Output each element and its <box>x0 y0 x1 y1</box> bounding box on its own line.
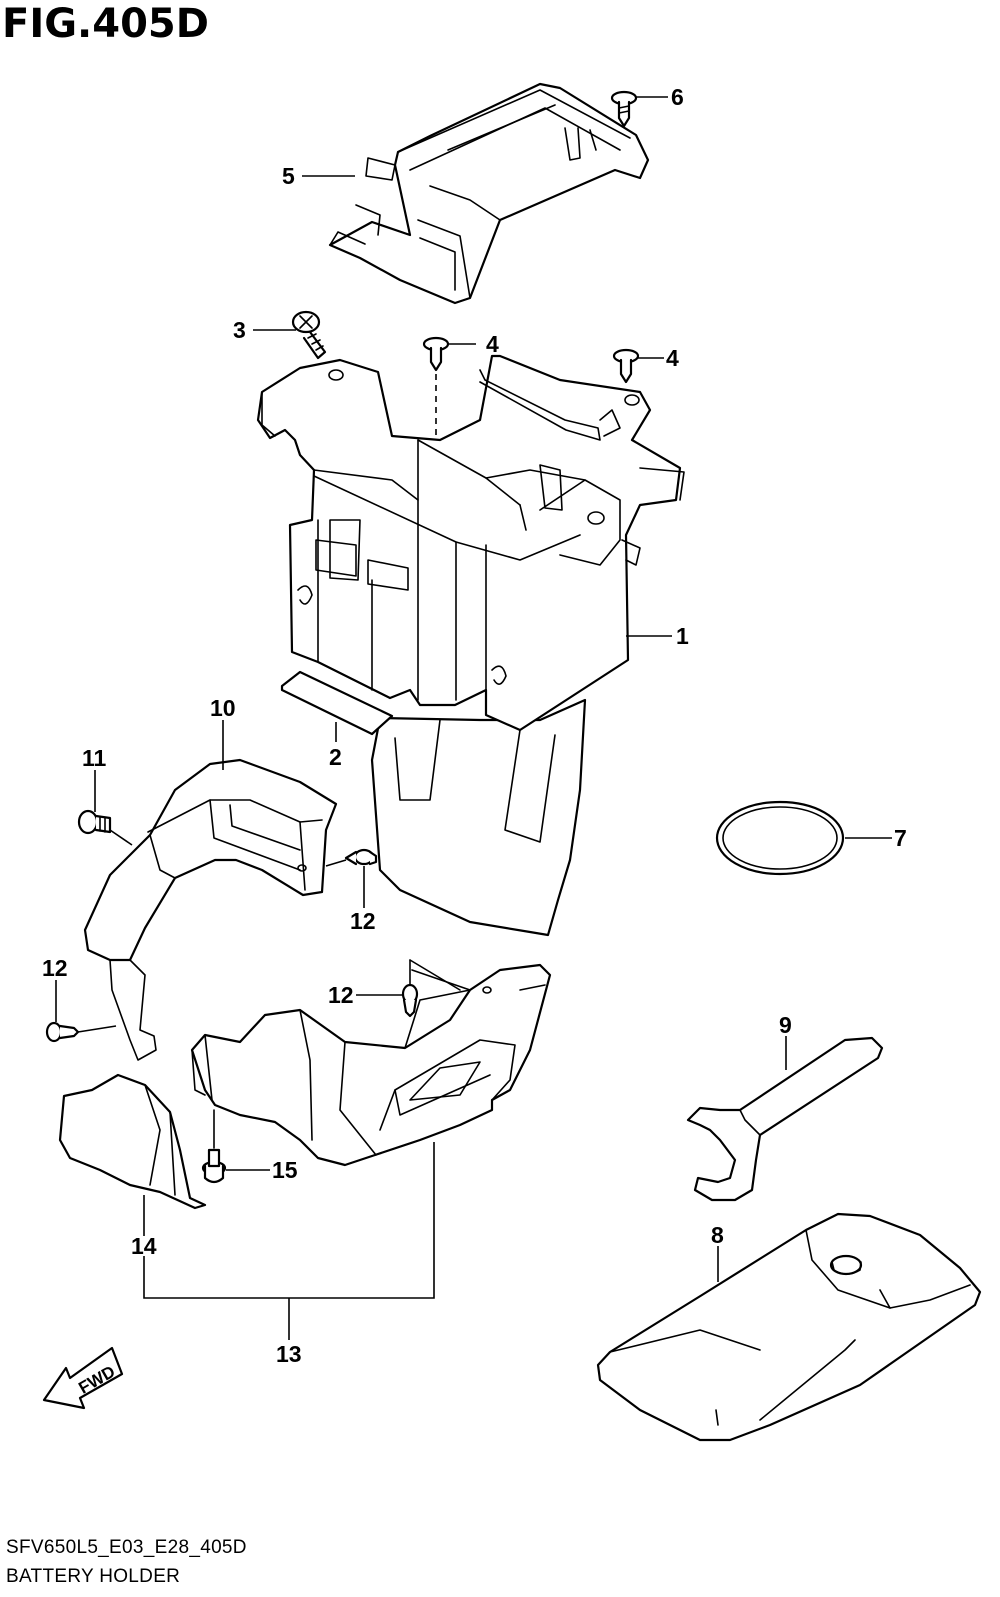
part-7-band <box>715 800 845 876</box>
callout-12-left: 12 <box>42 955 68 981</box>
callouts: 6 5 3 4 4 1 10 2 11 7 12 12 12 9 15 8 14… <box>42 84 907 1367</box>
part-14-side-panel <box>58 1073 207 1210</box>
callout-13: 13 <box>276 1341 302 1367</box>
callout-2: 2 <box>329 744 342 770</box>
part-10-cover <box>83 758 338 1061</box>
callout-1: 1 <box>676 623 689 649</box>
callout-9: 9 <box>779 1012 792 1038</box>
part-4-screw-right <box>612 348 640 384</box>
part-15-bolt <box>201 1109 227 1184</box>
callout-8: 8 <box>711 1222 724 1248</box>
part-3-bolt <box>291 310 327 360</box>
callout-5: 5 <box>282 163 295 189</box>
callout-15: 15 <box>272 1157 298 1183</box>
callout-10: 10 <box>210 695 236 721</box>
part-4-screw-left <box>422 336 450 440</box>
model-code: SFV650L5_E03_E28_405D <box>6 1537 247 1558</box>
figure-title: FIG.405D <box>2 1 209 47</box>
callout-12-right: 12 <box>328 982 354 1008</box>
callout-4-right: 4 <box>666 345 679 371</box>
callout-11: 11 <box>82 745 107 771</box>
callout-7: 7 <box>894 825 907 851</box>
callout-14: 14 <box>131 1233 157 1259</box>
part-6-screw <box>610 90 638 128</box>
part-8-tool-bag <box>596 1212 982 1442</box>
part-12-rivet-left <box>45 1021 80 1043</box>
group-name: BATTERY HOLDER <box>6 1566 181 1587</box>
part-9-spanner <box>686 1036 884 1202</box>
callout-3: 3 <box>233 317 246 343</box>
part-12-rivet-center <box>344 848 378 866</box>
part-5-bracket <box>328 82 650 305</box>
part-12-rivet-right <box>401 959 419 1018</box>
part-13-lower-cover <box>190 959 552 1167</box>
leader-lines <box>55 96 892 1340</box>
callout-6: 6 <box>671 84 684 110</box>
callout-12-center: 12 <box>350 908 376 934</box>
part-1-battery-case <box>256 354 685 937</box>
part-11-bolt <box>77 809 112 835</box>
part-2-pad <box>280 670 394 736</box>
fwd-arrow: FWD <box>42 1346 124 1410</box>
callout-4-left: 4 <box>486 331 499 357</box>
